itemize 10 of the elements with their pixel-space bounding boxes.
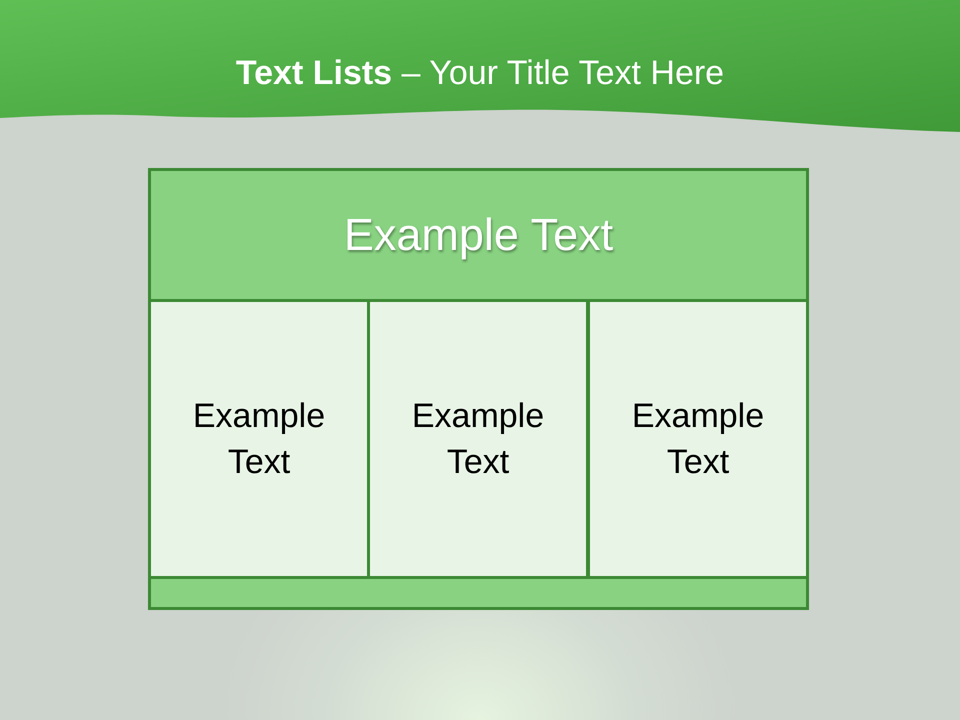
column-panel xyxy=(587,299,809,579)
column-text: Example Text xyxy=(192,396,326,483)
heading-text: Example Text xyxy=(344,209,614,261)
column-panel xyxy=(367,299,589,579)
column-text: Example Text xyxy=(410,396,546,483)
column-text: Example Text xyxy=(630,396,766,483)
column-panel xyxy=(148,299,370,579)
table-header-panel xyxy=(148,168,809,302)
slide-title: Text Lists – Your Title Text Here xyxy=(236,54,724,93)
footer-bar xyxy=(148,576,809,610)
